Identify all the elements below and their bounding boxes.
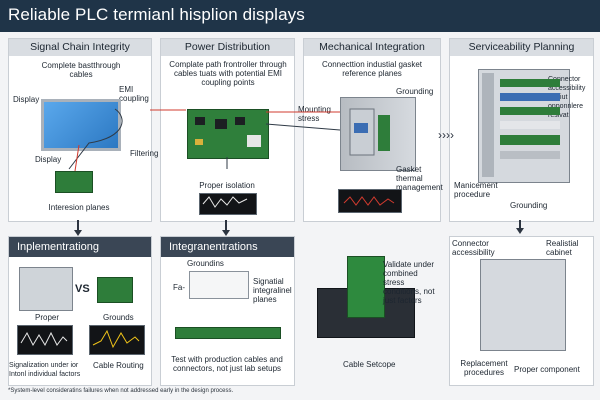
display-label-bottom: Display [35, 155, 62, 164]
grounds-label: Grounds [103, 313, 134, 322]
grounds-board [97, 277, 133, 303]
cables-note: Complete bastthrough cables [41, 61, 121, 79]
cabinet-body [480, 259, 566, 351]
validate-note: Validate under combined stress condition… [383, 260, 435, 305]
power-distribution-header: Power Distribution [161, 39, 294, 56]
fa-label: Fa- [173, 283, 185, 292]
proper-label: Proper [35, 313, 60, 322]
title-bar: Reliable PLC termianl hisplion displays [0, 0, 600, 32]
interesion-planes-label: Interesion planes [48, 203, 110, 212]
signal-scope [17, 325, 73, 355]
filter-board [55, 171, 93, 193]
proper-component-label: Proper component [514, 365, 580, 374]
realistic-cabinet-panel: Connector accessibility Realistial cabin… [449, 236, 594, 386]
power-distribution-panel: Power Distribution Complate path frontro… [160, 38, 295, 222]
mech-details [343, 108, 395, 206]
power-note: Complate path frontroller through cables… [169, 60, 287, 87]
mechanical-integration-panel: Mechanical Integration Connecttion indus… [298, 38, 443, 222]
serviceability-header: Serviceability Planning [450, 39, 593, 56]
power-traces [195, 117, 261, 208]
gasket-label: Gasket thermal management [396, 165, 443, 192]
cable-routing-label: Cable Routing [93, 361, 144, 370]
implementation-panel: Inplementrationg VS Proper Grounds Signa… [8, 236, 152, 386]
filtering-label: Filtering [130, 149, 159, 158]
service-grounding-label: Grounding [510, 201, 548, 210]
real-connector-label: Connector accessibility [452, 239, 495, 257]
vs-label: VS [75, 283, 90, 295]
cable-setup-label: Cable Setcope [343, 360, 396, 369]
replacement-label: Replacement procedures [460, 359, 508, 377]
mounting-stress-label: Mounting stress [298, 105, 331, 123]
footnote: *System-level consideratins failures whe… [8, 388, 234, 394]
integration-module [189, 271, 249, 299]
signal-chain-panel: Signal Chain Integrity Complete bastthro… [8, 38, 158, 222]
connector-strip [175, 327, 281, 339]
integration-header: Integranentrations [161, 237, 294, 257]
green-cards-stack [347, 256, 385, 318]
proper-enclosure [19, 267, 73, 311]
page-title: Reliable PLC termianl hisplion displays [8, 5, 305, 24]
implementation-waves [20, 329, 140, 349]
hmi-display-screen [41, 99, 121, 151]
cable-setup-area: Validate under combined stress condition… [303, 236, 439, 384]
service-cabinet-details [482, 73, 560, 177]
mech-grounding-label: Grounding [396, 87, 434, 96]
groundins-label: Groundins [187, 259, 224, 268]
signal-planes-label: Signatial integralinel planes [253, 277, 292, 304]
signal-note-label: Signalization under ior Intonl individua… [9, 362, 81, 378]
realistic-cabinet-label: Realistial cabinet [546, 239, 579, 257]
signal-chain-header: Signal Chain Integrity [9, 39, 151, 56]
signal-cables [68, 108, 123, 172]
mechanical-integration-header: Mechanical Integration [304, 39, 440, 56]
serviceability-panel: Serviceability Planning Connector access… [449, 38, 594, 222]
integration-panel: Integranentrations Groundins Fa- Signati… [160, 236, 295, 386]
test-note: Test with production cables and connecto… [171, 355, 283, 373]
maintenance-label: Manicement procedure [454, 181, 498, 199]
display-label-top: Display [13, 95, 40, 104]
proper-isolation-label: Proper isolation [199, 181, 255, 190]
emi-coupling-label: EMI coupling [119, 85, 149, 103]
implementation-header: Inplementrationg [9, 237, 151, 257]
mech-note: Connecttion industial gasket reference p… [321, 60, 423, 78]
flow-arrows: ›››› [438, 128, 454, 142]
